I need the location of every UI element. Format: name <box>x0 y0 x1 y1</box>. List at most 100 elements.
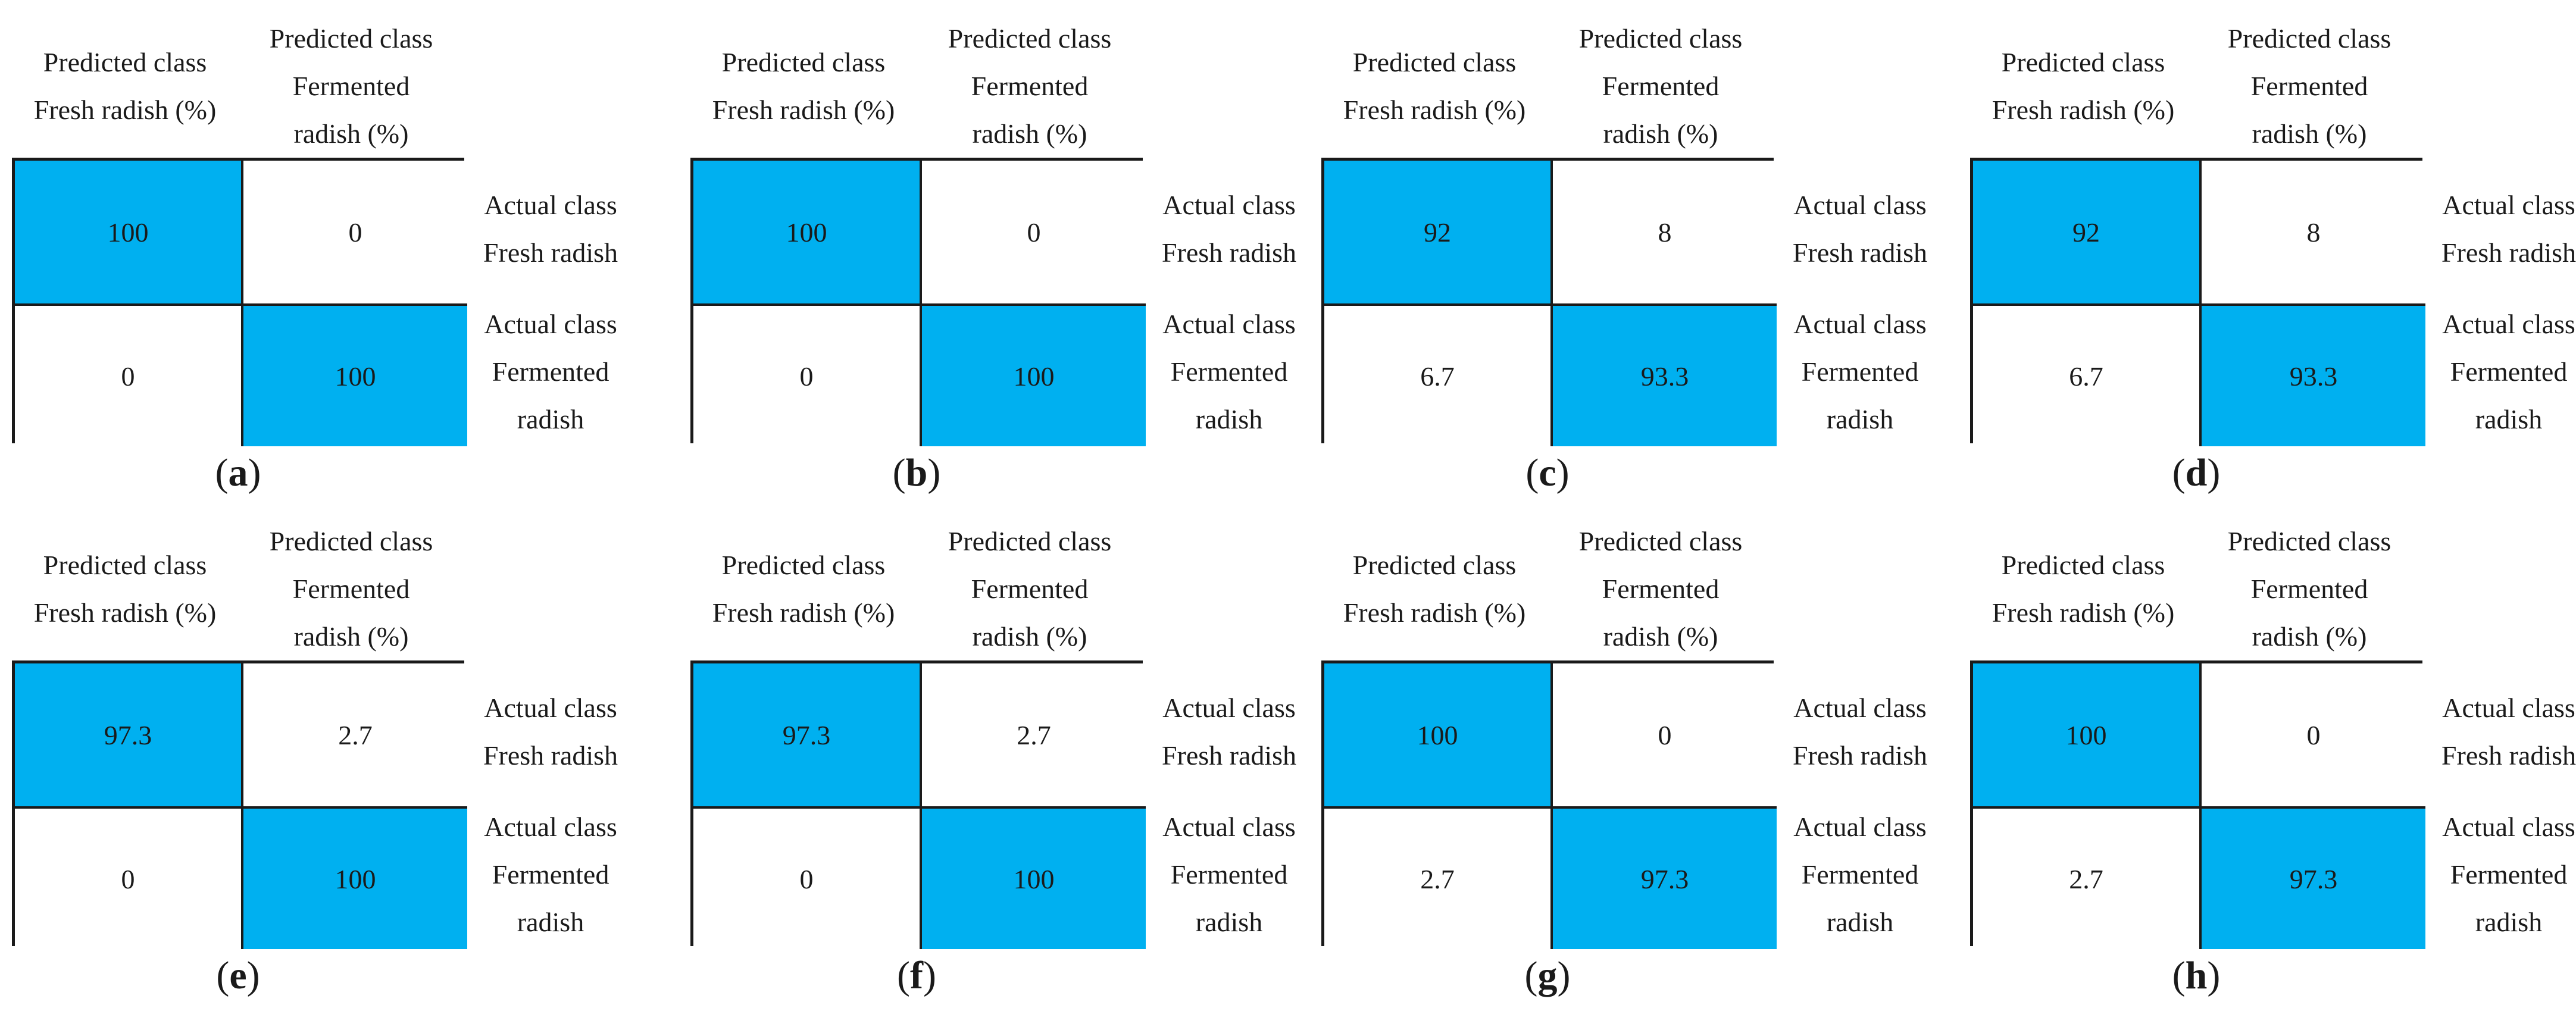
matrix-cell: 2.7 <box>1324 806 1550 949</box>
row-header-line: Actual class <box>1162 309 1296 339</box>
matrix-cell: 0 <box>15 806 241 949</box>
row-header-line: radish <box>1826 907 1894 937</box>
row-header-line: Actual class <box>484 309 617 339</box>
column-header-line: Fresh radish (%) <box>712 597 895 628</box>
row-header-line: Fresh radish <box>2441 740 2576 771</box>
row-header-line: Fermented <box>1170 859 1288 890</box>
row-header-line: Actual class <box>2442 693 2575 723</box>
column-header-line: Predicted class <box>948 526 1112 556</box>
column-header-line: Fresh radish (%) <box>1343 597 1526 628</box>
column-header-line: radish (%) <box>2252 621 2367 652</box>
row-header-line: Fermented <box>2450 859 2568 890</box>
row-header-line: Fermented <box>492 859 609 890</box>
column-header-line: Fresh radish (%) <box>1992 597 2175 628</box>
column-header-line: Fermented <box>2250 71 2368 101</box>
column-header-line: Fresh radish (%) <box>33 597 217 628</box>
matrix-cell: 2.7 <box>1973 806 2199 949</box>
matrix-cell: 100 <box>1324 663 1550 806</box>
panel-caption: (h) <box>2172 954 2221 997</box>
row-header-line: Fresh radish <box>483 237 618 268</box>
row-header-line: radish <box>2475 907 2543 937</box>
matrix-cell: 0 <box>15 303 241 446</box>
row-header-line: radish <box>517 907 584 937</box>
panel-caption: (b) <box>892 451 941 494</box>
column-header-line: Predicted class <box>1578 23 1743 54</box>
row-header-line: radish <box>2475 404 2543 434</box>
matrix-cell: 93.3 <box>2199 303 2425 446</box>
matrix-cell: 2.7 <box>920 663 1146 806</box>
matrix-cell: 100 <box>920 806 1146 949</box>
column-header-line: radish (%) <box>2252 118 2367 149</box>
matrix-cell: 92 <box>1973 161 2199 303</box>
column-header-line: radish (%) <box>972 118 1087 149</box>
row-header-line: Fresh radish <box>1161 237 1297 268</box>
row-header-line: Fermented <box>492 356 609 387</box>
panel-caption: (a) <box>215 451 261 494</box>
column-header-line: Predicted class <box>1578 526 1743 556</box>
panel-caption-letter: b <box>905 451 928 494</box>
matrix-cell: 100 <box>693 161 920 303</box>
matrix-cell: 97.3 <box>1550 806 1777 949</box>
column-header-line: Predicted class <box>1352 47 1517 77</box>
panel-caption: (c) <box>1525 451 1570 494</box>
column-header-line: radish (%) <box>293 118 409 149</box>
column-header-line: Fermented <box>971 574 1089 604</box>
row-header-line: radish <box>1195 404 1263 434</box>
matrix-cell: 0 <box>693 303 920 446</box>
row-header-line: Fermented <box>1801 356 1919 387</box>
matrix-cell: 0 <box>2199 663 2425 806</box>
row-header-line: Fresh radish <box>1792 740 1928 771</box>
column-header-line: Predicted class <box>1352 550 1517 580</box>
panel-caption-letter: g <box>1537 954 1558 997</box>
column-header-line: Predicted class <box>2227 526 2391 556</box>
row-header-line: Actual class <box>1162 693 1296 723</box>
matrix-cell: 97.3 <box>2199 806 2425 949</box>
row-header-line: Actual class <box>1162 812 1296 842</box>
matrix-cell: 100 <box>15 161 241 303</box>
column-header-line: Predicted class <box>269 23 433 54</box>
matrix-cell: 100 <box>241 806 467 949</box>
row-header-line: Actual class <box>1793 693 1927 723</box>
matrix-cell: 97.3 <box>15 663 241 806</box>
row-header-line: Fermented <box>1170 356 1288 387</box>
row-header-line: Fresh radish <box>1792 237 1928 268</box>
matrix-cell: 6.7 <box>1973 303 2199 446</box>
column-header-line: Fermented <box>1602 574 1720 604</box>
matrix-cell: 8 <box>2199 161 2425 303</box>
matrix-cell: 100 <box>241 303 467 446</box>
row-header-line: Fresh radish <box>2441 237 2576 268</box>
row-header-line: Actual class <box>1793 190 1927 220</box>
matrix-cell: 8 <box>1550 161 1777 303</box>
column-header-line: Fermented <box>292 574 410 604</box>
panel-caption-letter: h <box>2185 954 2208 997</box>
column-header-line: Predicted class <box>2227 23 2391 54</box>
row-header-line: Actual class <box>1793 309 1927 339</box>
matrix-cell: 100 <box>1973 663 2199 806</box>
column-header-line: Fresh radish (%) <box>1343 95 1526 125</box>
